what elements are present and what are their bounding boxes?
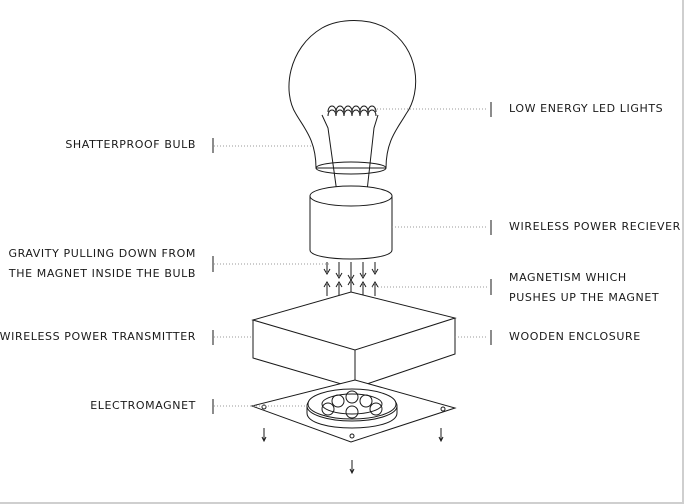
label-wireless-receiver: WIRELESS POWER RECIEVER: [509, 220, 681, 233]
base-plate: [250, 379, 457, 443]
label-shatterproof-bulb: SHATTERPROOF BULB: [65, 138, 196, 151]
screw-arrows: [261, 428, 444, 475]
label-magnetism-line2: PUSHES UP THE MAGNET: [509, 291, 660, 304]
label-wireless-transmitter: WIRELESS POWER TRANSMITTER: [0, 330, 196, 343]
label-led-lights: LOW ENERGY LED LIGHTS: [509, 102, 664, 115]
receiver-cylinder: [309, 185, 393, 260]
wooden-enclosure-box: [251, 291, 457, 389]
label-ticks: [212, 102, 492, 414]
label-wooden-enclosure: WOODEN ENCLOSURE: [509, 330, 641, 343]
bulb-illustration: [288, 20, 417, 201]
label-electromagnet: ELECTROMAGNET: [90, 399, 196, 412]
label-gravity-line1: GRAVITY PULLING DOWN FROM: [8, 247, 196, 260]
leader-lines: [214, 108, 488, 407]
label-magnetism-line1: MAGNETISM WHICH: [509, 271, 627, 284]
gravity-arrows: [323, 262, 379, 281]
label-gravity-line2: THE MAGNET INSIDE THE BULB: [8, 267, 196, 280]
